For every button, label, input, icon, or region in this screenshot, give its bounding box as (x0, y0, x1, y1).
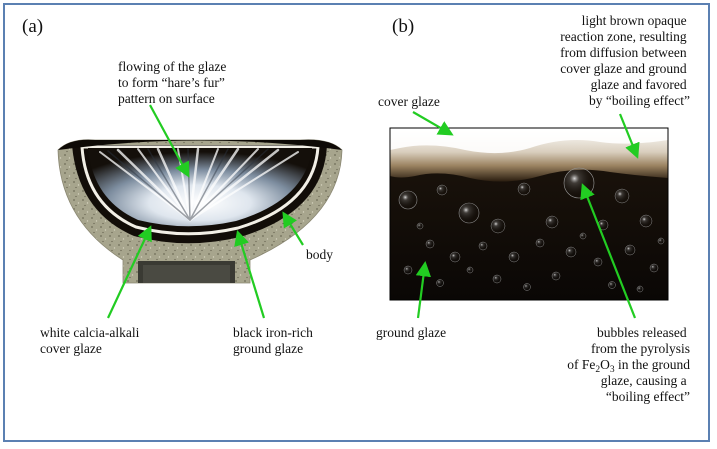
annotation-bubbles-formula: of Fe2O3 in the ground (567, 357, 690, 375)
arrow-flow (149, 104, 190, 178)
panel-a: (a) (22, 16, 343, 356)
arrow-body (282, 211, 304, 246)
annotation-ground-b: ground glaze (376, 325, 446, 340)
arrow-cover-b (412, 111, 454, 136)
annotation-cover-a: white calcia-alkali cover glaze (40, 325, 143, 356)
arrow-ground-b (415, 260, 432, 319)
panel-b: (b) (376, 13, 690, 404)
hares-fur-streaks (99, 147, 299, 222)
panel-b-label: (b) (392, 16, 414, 37)
annotation-bubbles-end: glaze, causing a “boiling effect” (601, 373, 690, 404)
annotation-reaction: light brown opaque reaction zone, result… (560, 13, 690, 108)
bowl-rim (58, 139, 342, 150)
bubbles (398, 167, 665, 293)
arrow-cover-a (107, 225, 152, 319)
arrow-bubbles (580, 183, 637, 319)
annotation-body: body (306, 247, 333, 262)
annotation-cover-b: cover glaze (378, 94, 440, 109)
panel-a-label: (a) (22, 16, 43, 37)
annotation-flow: flowing of the glaze to form “hare’s fur… (118, 59, 230, 106)
annotation-bubbles: bubbles released from the pyrolysis (591, 325, 690, 356)
cover-glaze-band (390, 128, 668, 154)
arrow-reaction (618, 113, 640, 159)
cover-glaze-layer (80, 145, 320, 236)
arrow-ground-a (234, 230, 266, 319)
annotation-ground-a: black iron-rich ground glaze (233, 325, 316, 356)
